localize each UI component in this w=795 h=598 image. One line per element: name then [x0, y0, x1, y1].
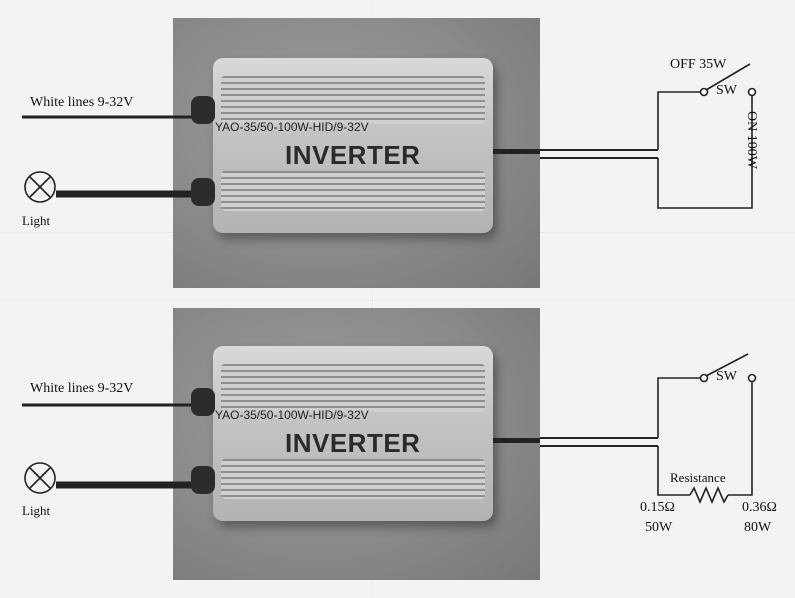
switch-label: SW	[716, 83, 737, 98]
light-icon	[24, 462, 56, 494]
switch-label: SW	[716, 369, 737, 384]
output-cable	[493, 149, 540, 154]
right-tap-value: 0.36Ω	[742, 500, 777, 515]
model-text: YAO-35/50-100W-HID/9-32V	[215, 120, 369, 134]
input-label: White lines 9-32V	[30, 381, 134, 396]
paper-crease	[0, 300, 795, 302]
inverter-photo-bottom: YAO-35/50-100W-HID/9-32V INVERTER	[173, 308, 540, 580]
model-text: YAO-35/50-100W-HID/9-32V	[215, 408, 369, 422]
left-tap-value: 0.15Ω	[640, 500, 675, 515]
input-label: White lines 9-32V	[30, 95, 134, 110]
light-label: Light	[22, 213, 51, 228]
inverter-brand: INVERTER	[285, 140, 421, 170]
switch-circuit-top	[657, 63, 757, 209]
input-grommet	[191, 96, 215, 124]
light-grommet	[191, 178, 215, 206]
output-cable	[493, 438, 540, 443]
left-tap-power: 50W	[645, 520, 673, 535]
resistance-label: Resistance	[670, 470, 726, 485]
switch-on-label: ON 100W	[743, 111, 759, 169]
paper-crease	[372, 0, 374, 598]
right-tap-power: 80W	[744, 520, 772, 535]
inverter-unit: YAO-35/50-100W-HID/9-32V INVERTER	[213, 346, 493, 521]
inverter-brand: INVERTER	[285, 428, 421, 458]
light-label: Light	[22, 503, 51, 518]
input-grommet	[191, 388, 215, 416]
switch-off-label: OFF 35W	[670, 57, 727, 72]
light-icon	[24, 171, 56, 203]
light-grommet	[191, 466, 215, 494]
inverter-unit: YAO-35/50-100W-HID/9-32V INVERTER	[213, 58, 493, 233]
switch-circuit-bottom	[657, 353, 757, 505]
inverter-photo-top: YAO-35/50-100W-HID/9-32V INVERTER	[173, 18, 540, 288]
